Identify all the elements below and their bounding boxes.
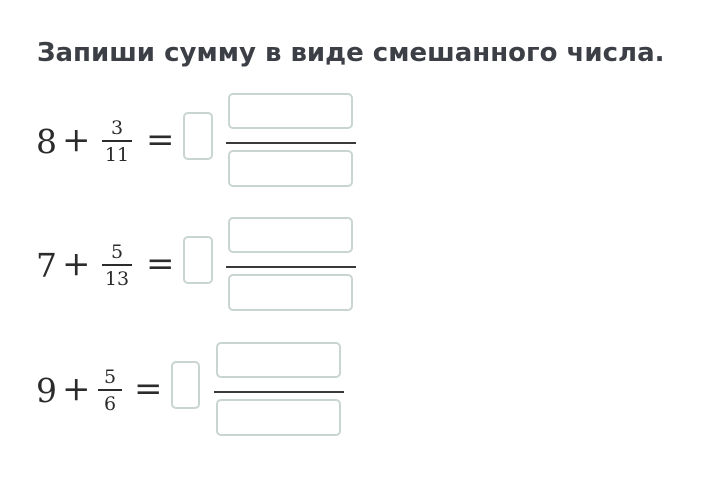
fraction-numerator: 5: [110, 241, 124, 263]
fraction-numerator: 5: [103, 366, 117, 388]
answer-fraction-line: [226, 266, 356, 268]
fraction-denominator: 11: [104, 143, 130, 166]
fraction: 5 6: [98, 367, 122, 414]
equals-sign: =: [146, 120, 175, 160]
answer-whole-input[interactable]: [183, 236, 213, 284]
answer-denominator-input[interactable]: [216, 399, 341, 436]
answer-denominator-input[interactable]: [228, 274, 353, 311]
plus-sign: +: [62, 244, 91, 284]
fraction: 5 13: [102, 242, 132, 289]
task-title: Запиши сумму в виде смешанного числа.: [37, 38, 665, 68]
whole-number: 9: [36, 371, 57, 410]
answer-fraction-line: [214, 391, 344, 393]
whole-number: 7: [36, 246, 57, 285]
problem-row-3: 9 + 5 6 =: [0, 339, 720, 439]
fraction-denominator: 6: [103, 392, 117, 415]
fraction-bar: [102, 264, 132, 266]
equals-sign: =: [146, 244, 175, 284]
answer-whole-input[interactable]: [183, 112, 213, 160]
equals-sign: =: [134, 369, 163, 409]
fraction-bar: [98, 389, 122, 391]
answer-fraction-line: [226, 142, 356, 144]
plus-sign: +: [62, 120, 91, 160]
fraction-bar: [102, 140, 132, 142]
answer-numerator-input[interactable]: [228, 217, 353, 253]
plus-sign: +: [62, 369, 91, 409]
fraction-denominator: 13: [104, 267, 130, 290]
answer-whole-input[interactable]: [171, 361, 200, 409]
answer-denominator-input[interactable]: [228, 150, 353, 187]
answer-numerator-input[interactable]: [228, 93, 353, 129]
problem-row-1: 8 + 3 11 =: [0, 90, 720, 190]
fraction-numerator: 3: [110, 117, 124, 139]
whole-number: 8: [36, 122, 57, 161]
fraction: 3 11: [102, 118, 132, 165]
problem-row-2: 7 + 5 13 =: [0, 214, 720, 314]
answer-numerator-input[interactable]: [216, 342, 341, 378]
